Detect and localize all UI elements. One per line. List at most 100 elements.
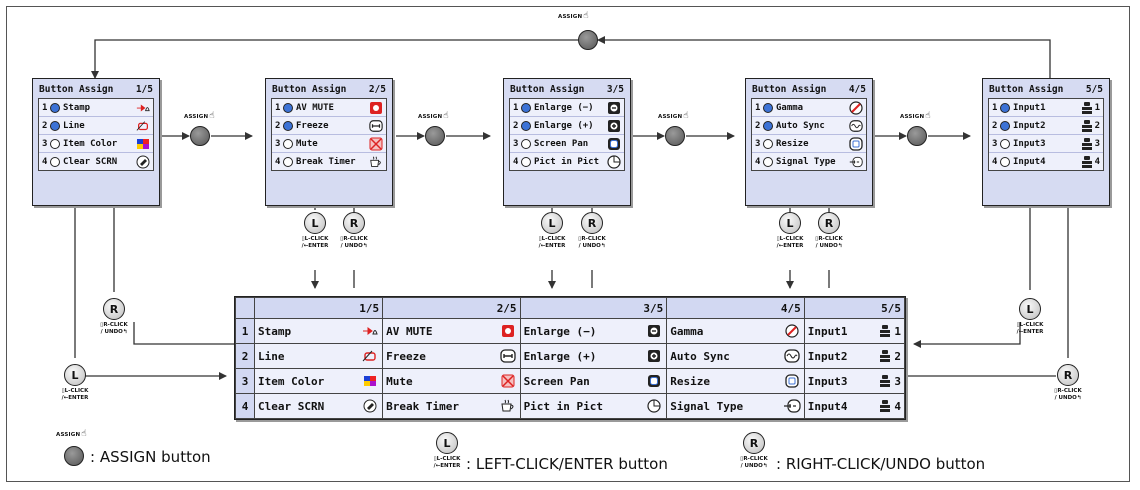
grid-cell[interactable]: Freeze: [382, 343, 521, 369]
cell-label: Resize: [670, 374, 711, 388]
item-radio[interactable]: [283, 120, 293, 131]
hand-pointer-icon: ☝: [583, 11, 589, 21]
grid-cell[interactable]: Auto Sync: [666, 343, 805, 369]
assign-button[interactable]: [665, 126, 685, 146]
item-radio[interactable]: [521, 102, 531, 113]
grid-cell[interactable]: AV MUTE: [382, 318, 521, 344]
grid-cell[interactable]: Signal Type: [666, 393, 805, 419]
right-button-caption: ▯R-CLICK/ UNDO↰: [815, 236, 843, 249]
item-radio[interactable]: [763, 138, 773, 149]
mouse-icon: ▯: [1054, 388, 1058, 394]
undo-arrow-icon: ↰: [362, 242, 368, 249]
left-button-face: L: [1019, 298, 1041, 320]
item-number: 3: [275, 138, 281, 149]
item-radio[interactable]: [763, 156, 773, 167]
right-button-caption: ▯R-CLICK/ UNDO↰: [340, 236, 368, 249]
legend-assign-tag: ASSIGN☝: [56, 429, 87, 439]
input-icon: [1080, 101, 1094, 114]
item-radio[interactable]: [763, 120, 773, 131]
panel-page: 4/5: [848, 84, 866, 95]
grid-cell[interactable]: Resize: [666, 368, 805, 394]
item-label: Enlarge (−): [534, 102, 594, 113]
item-number: 4: [992, 156, 998, 167]
row-number: 3: [235, 368, 255, 394]
item-radio[interactable]: [283, 156, 293, 167]
item-number: 4: [275, 156, 281, 167]
grid-cell[interactable]: Mute: [382, 368, 521, 394]
assign-button[interactable]: [425, 126, 445, 146]
left-button-caption: ▯L-CLICK/←ENTER: [61, 388, 89, 401]
item-radio[interactable]: [50, 138, 60, 149]
grid-cell[interactable]: Pict in Pict: [519, 393, 668, 419]
input-icon: [876, 374, 894, 389]
cell-label: Input4: [807, 399, 848, 413]
grid-cell[interactable]: Line: [253, 343, 384, 369]
grid-page-header: 3/5: [519, 297, 668, 319]
item-radio[interactable]: [50, 120, 60, 131]
item-radio[interactable]: [521, 120, 531, 131]
input-number: 3: [894, 374, 901, 388]
item-radio[interactable]: [283, 138, 293, 149]
undo-arrow-icon: ↰: [122, 328, 128, 335]
cell-label: Enlarge (+): [523, 349, 597, 363]
item-radio[interactable]: [763, 102, 773, 113]
item-label: Screen Pan: [534, 138, 589, 149]
assign-button[interactable]: [578, 30, 598, 50]
item-radio[interactable]: [50, 156, 60, 167]
grid-cell[interactable]: Clear SCRN: [253, 393, 384, 419]
grid-cell[interactable]: Screen Pan: [519, 368, 668, 394]
grid-cell[interactable]: Gamma: [666, 318, 805, 344]
input-number: 2: [894, 349, 901, 363]
input-number: 1: [894, 324, 901, 338]
input-icon: [1080, 119, 1094, 132]
cell-label: Auto Sync: [670, 349, 730, 363]
grid-cell[interactable]: Item Color: [253, 368, 384, 394]
item-radio[interactable]: [283, 102, 293, 113]
grid-cell[interactable]: Stamp: [253, 318, 384, 344]
assign-button[interactable]: [190, 126, 210, 146]
item-radio[interactable]: [521, 156, 531, 167]
item-radio[interactable]: [1000, 102, 1010, 113]
grid-cell[interactable]: Enlarge (−): [519, 318, 668, 344]
item-radio[interactable]: [521, 138, 531, 149]
assign-button[interactable]: [907, 126, 927, 146]
item-number: 2: [42, 120, 48, 131]
cell-label: Gamma: [670, 324, 704, 338]
mouse-icon: ▯: [301, 236, 305, 242]
item-radio[interactable]: [1000, 138, 1010, 149]
item-radio[interactable]: [1000, 156, 1010, 167]
eraser-icon: [136, 155, 150, 168]
item-radio[interactable]: [50, 102, 60, 113]
grid-cell[interactable]: Break Timer: [382, 393, 521, 419]
item-radio[interactable]: [1000, 120, 1010, 131]
grid-cell[interactable]: Enlarge (+): [519, 343, 668, 369]
